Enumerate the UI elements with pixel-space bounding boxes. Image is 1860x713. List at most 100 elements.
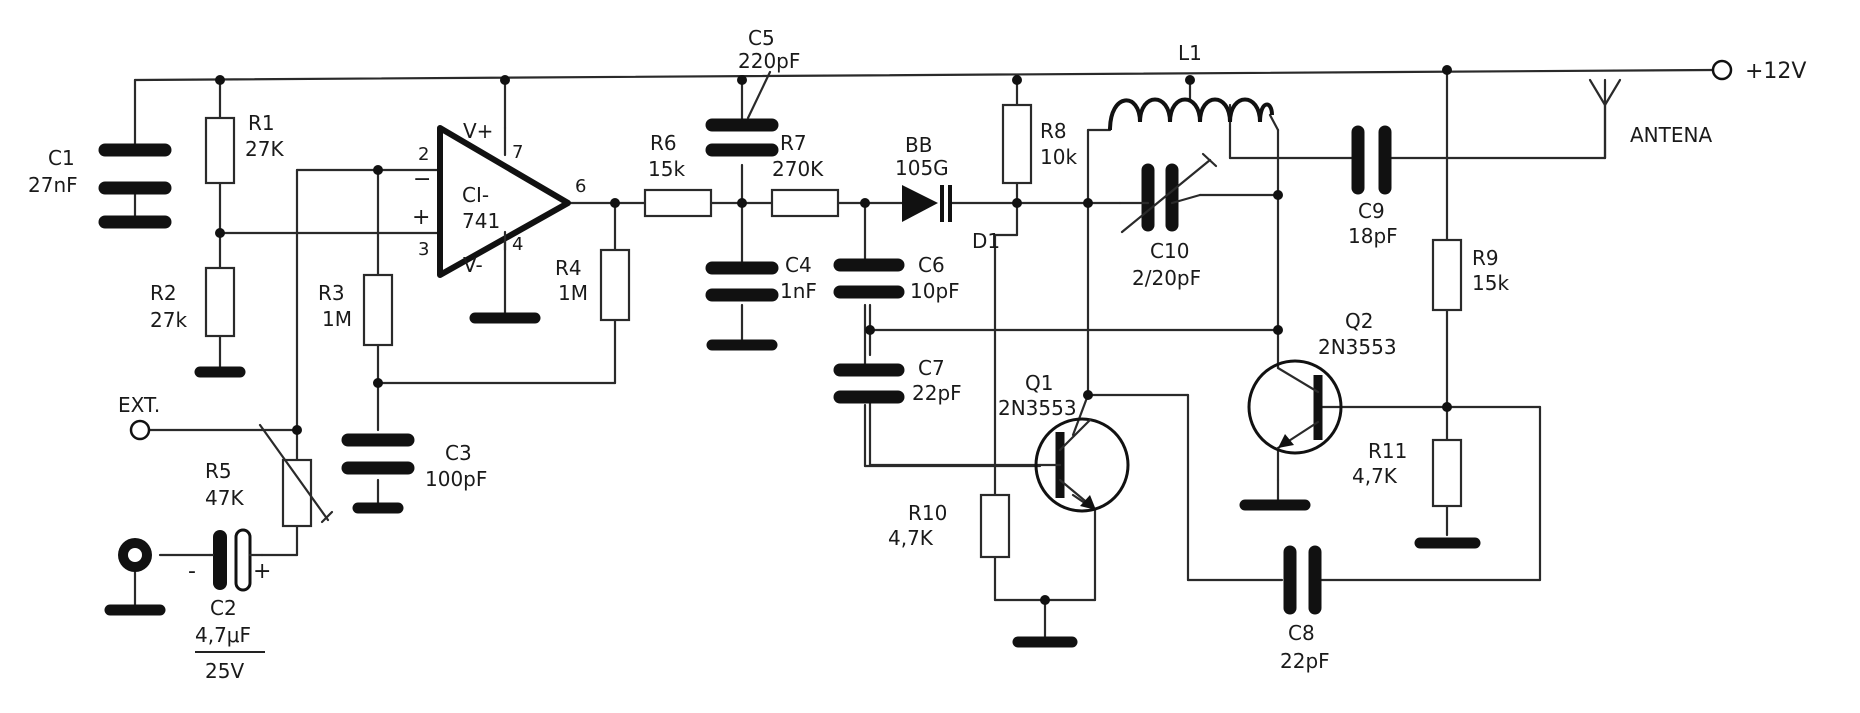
transistor-q2 [1247, 359, 1343, 455]
resistor-r8 [1001, 103, 1033, 185]
c1-name: C1 [48, 146, 75, 170]
c5-value: 220pF [738, 49, 800, 73]
c8-name: C8 [1288, 621, 1315, 645]
opamp-pin2: 2 [418, 144, 429, 165]
q1-name: Q1 [1025, 371, 1053, 395]
antenna-symbol [1588, 78, 1622, 107]
r2-name: R2 [150, 281, 177, 305]
c1-value: 27nF [28, 173, 78, 197]
l1-name: L1 [1178, 41, 1202, 65]
resistor-r11 [1431, 438, 1463, 508]
input-jack [118, 538, 152, 572]
q1-part: 2N3553 [998, 396, 1077, 420]
d1-part-line1: BB [905, 133, 932, 157]
resistor-r6 [643, 188, 713, 218]
r3-value: 1M [322, 307, 352, 331]
c2-value: 4,7μF [195, 623, 251, 647]
r10-name: R10 [908, 501, 947, 525]
capacitor-c1 [98, 143, 172, 229]
resistor-r10 [979, 493, 1011, 559]
r3-name: R3 [318, 281, 345, 305]
inductor-l1 [1108, 97, 1274, 131]
r5-value: 47K [205, 486, 244, 510]
r5-name: R5 [205, 459, 232, 483]
c2-plus: + [253, 559, 271, 584]
resistor-r1 [204, 116, 236, 185]
q2-part: 2N3553 [1318, 335, 1397, 359]
c6-value: 10pF [910, 279, 960, 303]
r11-name: R11 [1368, 439, 1407, 463]
c2-name: C2 [210, 596, 237, 620]
opamp-pin3: 3 [418, 239, 429, 260]
r9-name: R9 [1472, 246, 1499, 270]
opamp-pin4: 4 [512, 234, 523, 255]
r10-value: 4,7K [888, 526, 934, 550]
resistor-r3 [362, 273, 394, 347]
opamp-vminus: V- [463, 253, 483, 277]
potentiometer-r5 [258, 423, 334, 528]
r7-value: 270K [772, 157, 824, 181]
r7-name: R7 [780, 131, 807, 155]
r9-value: 15k [1472, 271, 1509, 295]
opamp-minus-sign: − [413, 167, 431, 192]
supply-label: +12V [1745, 59, 1806, 84]
ext-terminal [129, 419, 151, 441]
d1-name: D1 [972, 229, 1000, 253]
c3-value: 100pF [425, 467, 487, 491]
opamp-741 [437, 125, 571, 278]
c9-name: C9 [1358, 199, 1385, 223]
capacitor-c5 [705, 70, 779, 157]
ground-symbols [104, 312, 1481, 648]
capacitor-c8 [1283, 545, 1322, 615]
c4-name: C4 [785, 253, 812, 277]
opamp-part: 741 [462, 209, 500, 233]
opamp-vplus: V+ [463, 119, 493, 143]
opamp-pin7: 7 [512, 142, 523, 163]
c4-value: 1nF [780, 279, 817, 303]
ext-label: EXT. [118, 393, 160, 417]
varicap-diode-d1 [902, 185, 952, 222]
r4-name: R4 [555, 256, 582, 280]
c2-minus: - [188, 559, 196, 584]
resistor-r9 [1431, 238, 1463, 312]
supply-terminal [1711, 59, 1733, 81]
capacitor-c2 [208, 528, 264, 592]
c10-name: C10 [1150, 239, 1189, 263]
capacitor-c4 [705, 261, 779, 302]
r6-value: 15k [648, 157, 685, 181]
c8-value: 22pF [1280, 649, 1330, 673]
c10-value: 2/20pF [1132, 266, 1201, 290]
c3-name: C3 [445, 441, 472, 465]
opamp-name: CI- [462, 183, 489, 207]
c5-name: C5 [748, 26, 775, 50]
q2-name: Q2 [1345, 309, 1373, 333]
c7-name: C7 [918, 356, 945, 380]
r8-name: R8 [1040, 119, 1067, 143]
d1-part-line2: 105G [895, 156, 949, 180]
antenna-label: ANTENA [1630, 123, 1712, 147]
wires [133, 68, 1715, 642]
capacitor-c10 [1118, 152, 1218, 234]
c6-name: C6 [918, 253, 945, 277]
capacitor-c7 [833, 363, 905, 404]
c9-value: 18pF [1348, 224, 1398, 248]
transistor-q1 [1034, 417, 1130, 513]
r11-value: 4,7K [1352, 464, 1398, 488]
r2-value: 27k [150, 308, 187, 332]
capacitor-c3 [341, 433, 415, 475]
r4-value: 1M [558, 281, 588, 305]
opamp-plus-sign: + [412, 205, 430, 230]
junction-dots [215, 65, 1452, 605]
resistor-r2 [204, 266, 236, 338]
c7-value: 22pF [912, 381, 962, 405]
c2-voltage: 25V [205, 659, 244, 683]
r8-value: 10k [1040, 145, 1077, 169]
capacitor-c6 [833, 258, 905, 299]
opamp-pin6: 6 [575, 176, 586, 197]
resistor-r4 [599, 248, 631, 322]
capacitor-c9 [1351, 125, 1392, 195]
r1-name: R1 [248, 111, 275, 135]
resistor-r7 [770, 188, 840, 218]
